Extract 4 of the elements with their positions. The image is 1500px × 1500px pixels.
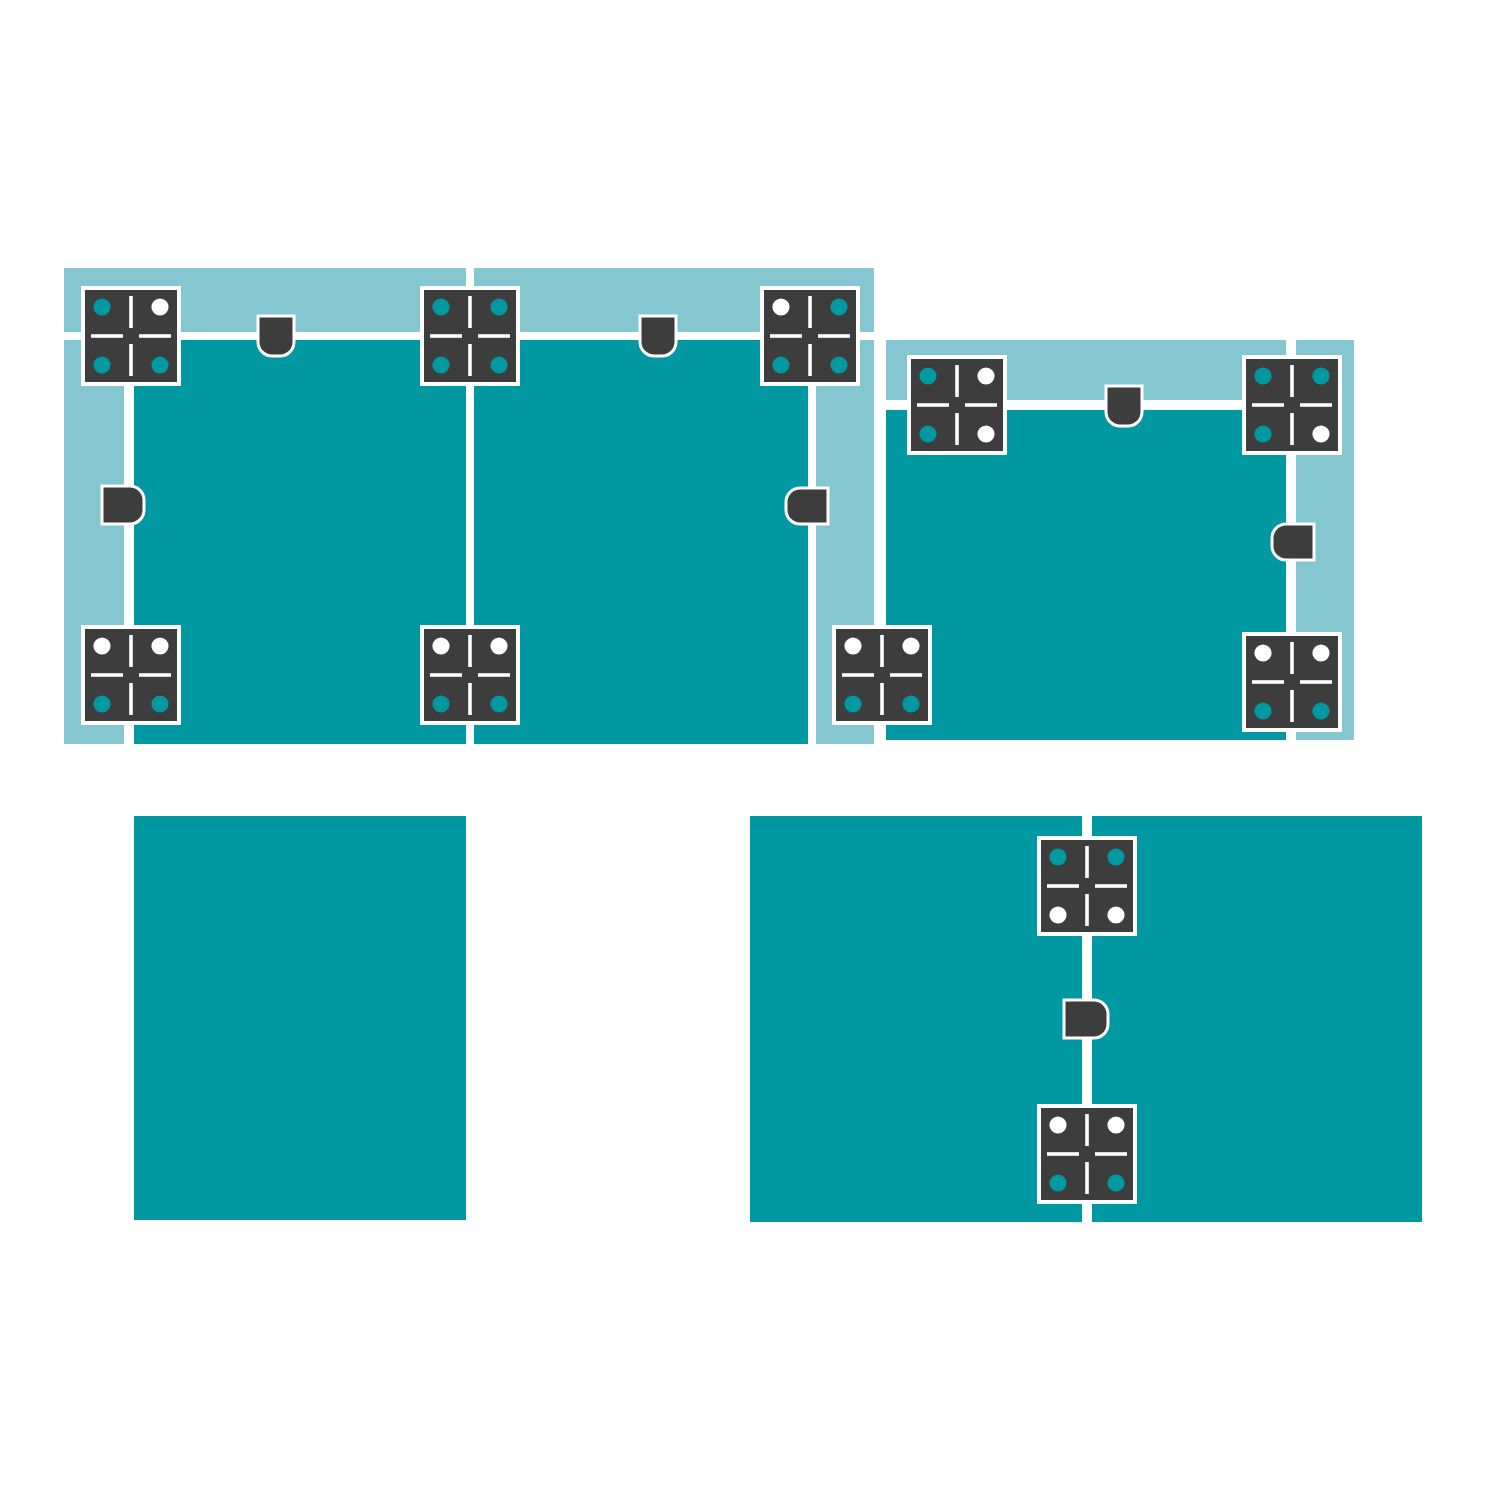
- floor-panel: [750, 816, 1082, 1222]
- floor-panel: [134, 816, 466, 1220]
- floor-panel: [1092, 816, 1422, 1222]
- floor-panel: [474, 340, 808, 744]
